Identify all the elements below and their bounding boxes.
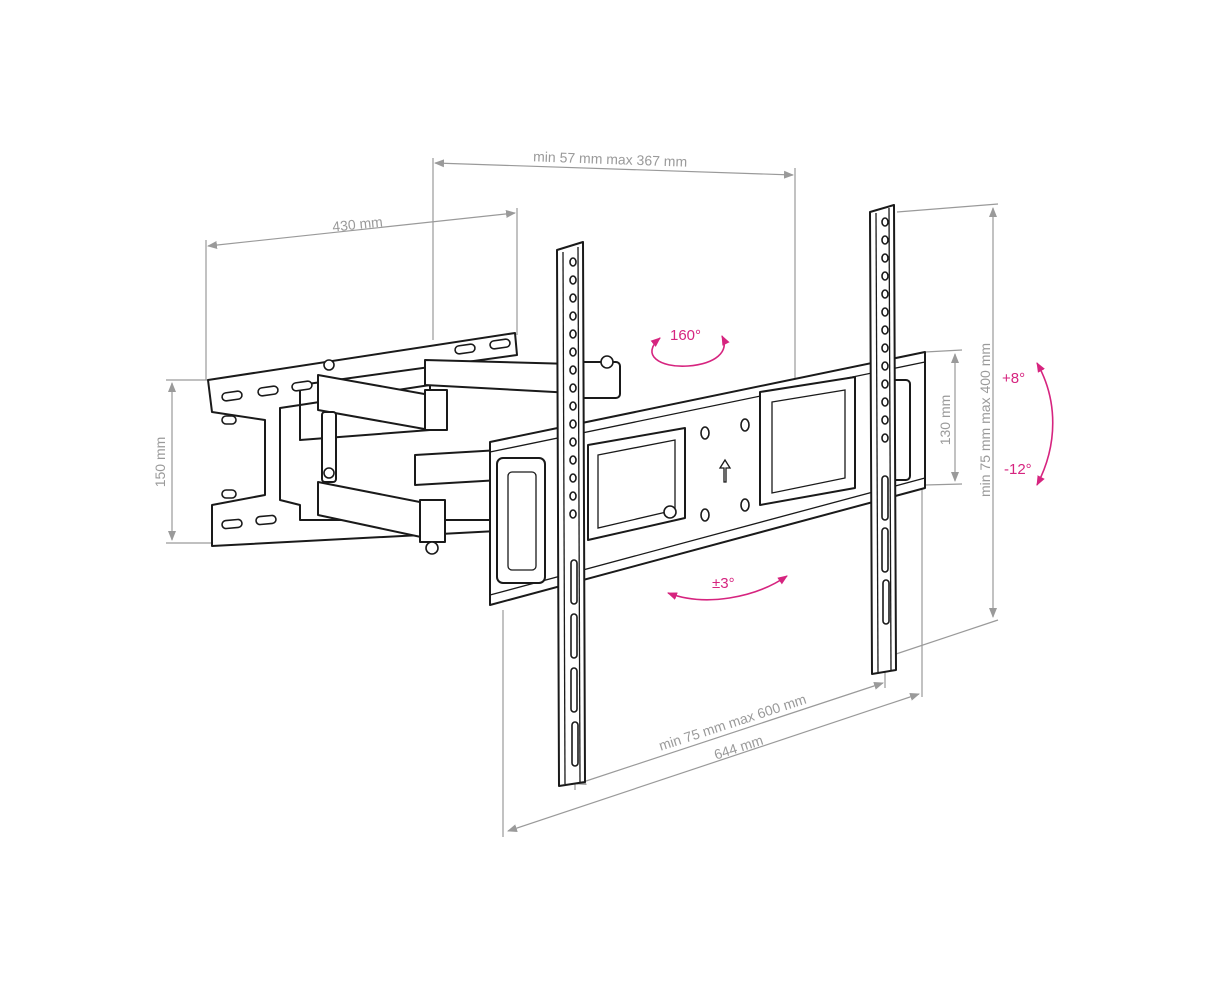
right-vertical-rail — [869, 204, 897, 675]
swivel-angle-label: 160° — [670, 327, 701, 344]
up-arrow-icon — [718, 458, 732, 483]
left-vertical-rail — [556, 241, 586, 787]
extension-dimension-label: min 57 mm max 367 mm — [533, 148, 688, 169]
vesa-vertical-label: min 75 mm max 400 mm — [977, 343, 993, 497]
wall-plate — [207, 332, 518, 547]
swivel-indicator: 160° — [650, 327, 730, 367]
arm-length-dimension-label: 430 mm — [331, 213, 383, 234]
tilt-up-label: +8° — [1002, 370, 1025, 387]
bar-height-label: 130 mm — [937, 395, 953, 446]
level-indicator: ±3° — [667, 575, 788, 601]
tilt-indicator: +8° -12° — [1002, 362, 1054, 486]
level-angle-label: ±3° — [712, 575, 735, 592]
tilt-down-label: -12° — [1004, 461, 1032, 478]
dimension-lines — [166, 158, 999, 837]
wall-plate-height-label: 150 mm — [152, 437, 168, 488]
